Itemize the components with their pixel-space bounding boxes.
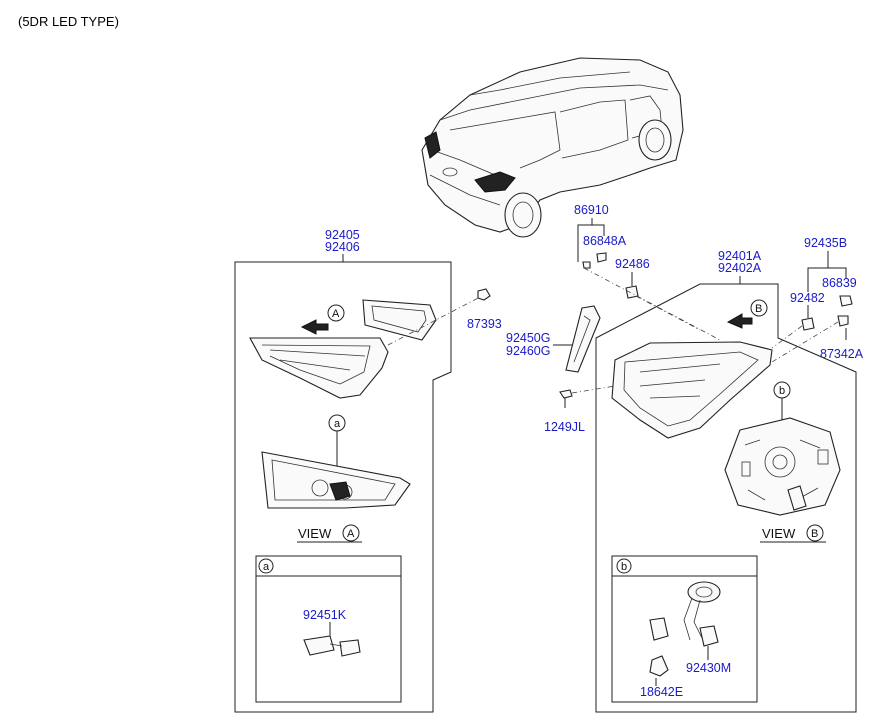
bulb-part: [649, 617, 669, 641]
direction-arrow-icon: [300, 319, 329, 335]
part-number-92460G: 92460G: [506, 344, 550, 358]
part-number-92430M: 92430M: [686, 661, 731, 675]
callout-b: b: [779, 385, 785, 397]
inner-lamp-part: [249, 337, 389, 399]
part-number-92450G: 92450G: [506, 331, 550, 345]
diagram-title: (5DR LED TYPE): [18, 14, 119, 29]
detail-box-a: [255, 555, 402, 703]
part-number-92406: 92406: [325, 240, 360, 254]
part-number-92451K: 92451K: [303, 608, 347, 622]
view-b-callout: B: [811, 528, 818, 540]
callout-a: a: [334, 418, 341, 430]
part-number-87342A: 87342A: [820, 347, 864, 361]
detail-box-b: [611, 555, 758, 703]
socket-part: [303, 635, 335, 656]
left-assembly-panel: 92405 92406 A 87393 a VIEW A: [234, 228, 502, 713]
nut-part: [477, 288, 491, 301]
part-number-92401A: 92401A: [718, 249, 762, 263]
part-number-92405: 92405: [325, 228, 360, 242]
part-number-87393: 87393: [467, 317, 502, 331]
view-b-label: VIEW: [762, 526, 796, 541]
clip-part: [625, 285, 639, 299]
part-number-86910: 86910: [574, 203, 609, 217]
part-number-1249JL: 1249JL: [544, 420, 585, 434]
car-illustration: [421, 57, 684, 238]
screw-part: [559, 389, 573, 399]
view-a-lamp-back: [261, 451, 411, 509]
center-parts: 86910 86848A 92486 92450G 92460G 1249JL: [506, 203, 721, 434]
socket-housing-part: [687, 581, 721, 603]
part-number-18642E: 18642E: [640, 685, 683, 699]
view-a-callout: A: [347, 528, 355, 540]
part-number-92402A: 92402A: [718, 261, 762, 275]
outer-lamp-part: [611, 341, 773, 439]
part-number-92482: 92482: [790, 291, 825, 305]
part-number-92435B: 92435B: [804, 236, 847, 250]
callout-A: A: [332, 308, 340, 320]
callout-B: B: [755, 303, 762, 315]
right-assembly-panel: 92401A 92402A B 92435B 86839 92482 87342…: [595, 236, 864, 713]
detail-box-a-tag: a: [263, 561, 270, 573]
detail-box-b-tag: b: [621, 561, 627, 573]
part-number-92486: 92486: [615, 257, 650, 271]
part-number-86848A: 86848A: [583, 234, 627, 248]
view-a-label: VIEW: [298, 526, 332, 541]
part-number-86839: 86839: [822, 276, 857, 290]
direction-arrow-icon-right: [726, 313, 753, 329]
